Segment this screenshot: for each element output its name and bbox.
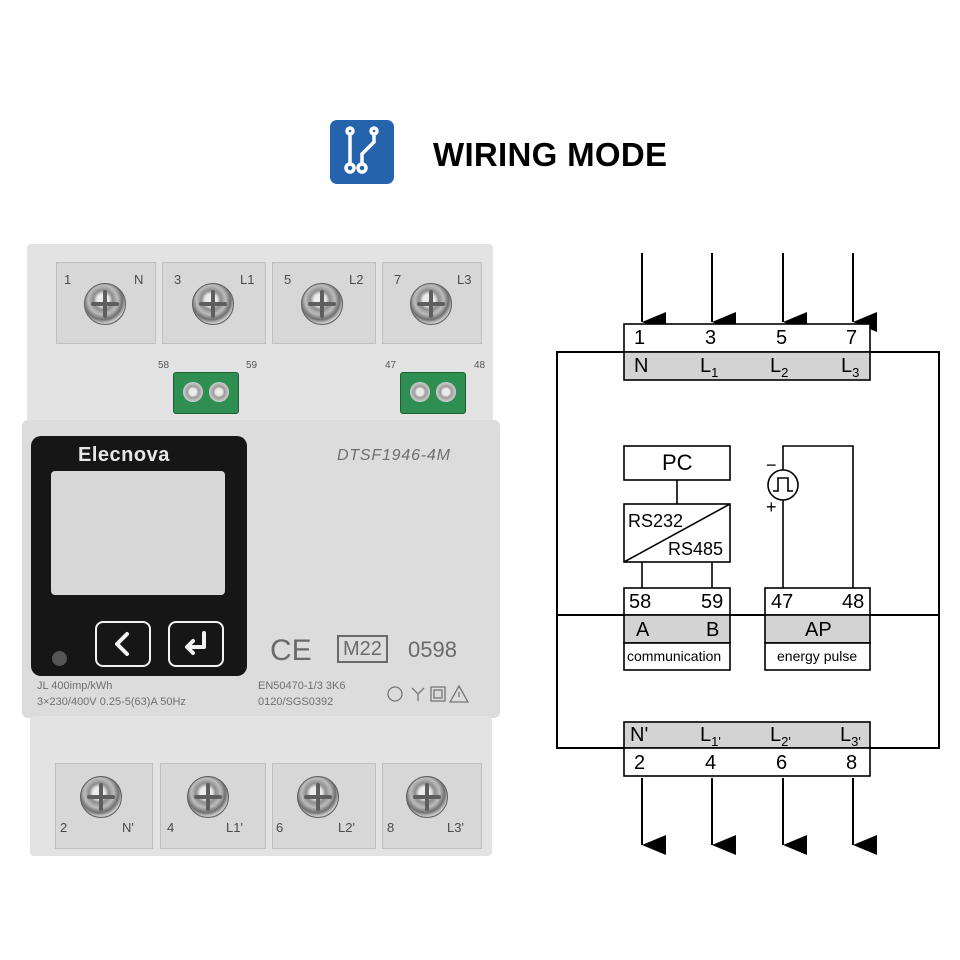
pulse-terminal-number: 47 (771, 591, 794, 613)
output-terminal-labels (623, 721, 871, 749)
pulse-plus-sign: + (766, 497, 777, 517)
output-terminal-numbers (623, 747, 871, 777)
terminal-number: 6 (276, 820, 284, 835)
converter-rs232-label: RS232 (628, 511, 684, 531)
pulse-icon (767, 469, 799, 501)
terminal-screw[interactable] (192, 283, 234, 325)
aux-terminal-number: 48 (474, 360, 486, 371)
terminal-screw[interactable] (406, 776, 448, 818)
pulse-minus-sign: − (766, 455, 777, 475)
terminal-screw[interactable] (301, 283, 343, 325)
pulse-caption-box (764, 642, 871, 671)
output-terminal-number: 8 (846, 752, 858, 774)
pulse-terminal-number: 48 (842, 591, 865, 613)
output-terminal-number: 4 (705, 752, 717, 774)
input-terminal-labels (623, 351, 871, 381)
spec-constant: JL 400imp/kWh (37, 680, 113, 692)
brand-logo: Elecnova (78, 444, 170, 466)
spec-cert-ref: 0120/SGS0392 (258, 696, 334, 708)
aux-terminal-number: 58 (158, 360, 170, 371)
terminal-screw[interactable] (80, 776, 122, 818)
model-number: DTSF1946-4M (337, 447, 451, 464)
terminal-screw[interactable] (297, 776, 339, 818)
comm-terminal-number: 59 (701, 591, 724, 613)
terminal-label: L2' (338, 820, 355, 835)
comm-terminal-label: A (636, 619, 650, 641)
pulse-terminal-label: AP (805, 619, 832, 641)
output-terminal-number: 6 (776, 752, 788, 774)
page-title: WIRING MODE (433, 136, 668, 173)
comm-terminal-number: 58 (629, 591, 652, 613)
enter-button[interactable] (168, 621, 224, 667)
aux-terminal-block-58-59[interactable] (173, 372, 239, 414)
output-terminal-label: L3' (840, 724, 861, 749)
pulse-caption: energy pulse (777, 648, 858, 664)
pulse-terminal-label (764, 614, 871, 644)
terminal-number: 3 (174, 272, 182, 287)
comm-terminal-label: B (706, 619, 720, 641)
symbol-marks (387, 684, 470, 703)
certificate-number: 0598 (408, 637, 457, 662)
input-terminal-number: 3 (705, 327, 717, 349)
pulse-terminal-numbers (764, 587, 871, 616)
output-terminal-label: L1' (700, 724, 721, 749)
output-terminal-label: L2' (770, 724, 791, 749)
enter-icon (185, 631, 206, 655)
terminal-number: 2 (60, 820, 68, 835)
output-terminal-number: 2 (634, 752, 646, 774)
terminal-screw[interactable] (187, 776, 229, 818)
terminal-number: 4 (167, 820, 175, 835)
spec-rating: 3×230/400V 0.25-5(63)A 50Hz (37, 696, 186, 708)
input-terminal-number: 7 (846, 327, 858, 349)
input-terminal-number: 1 (634, 327, 646, 349)
wiring-mode-icon (330, 120, 394, 184)
terminal-number: 8 (387, 820, 395, 835)
comm-terminal-labels (623, 614, 731, 644)
converter-rs485-label: RS485 (668, 539, 724, 559)
terminal-screw[interactable] (84, 283, 126, 325)
input-terminal-label: L2 (770, 355, 789, 380)
chevron-left-icon (115, 632, 129, 656)
input-terminal-number: 5 (776, 327, 788, 349)
input-terminal-label: N (634, 355, 649, 377)
ce-mark: CE (270, 634, 312, 667)
terminal-number: 1 (64, 272, 72, 287)
input-terminal-numbers (623, 323, 871, 353)
lcd-screen (51, 471, 225, 595)
terminal-label: L3' (447, 820, 464, 835)
metrology-mark: M22 (337, 635, 388, 663)
comm-caption-box (623, 642, 731, 671)
aux-terminal-number: 59 (246, 360, 258, 371)
aux-terminal-number: 47 (385, 360, 397, 371)
spec-standard: EN50470-1/3 3K6 (258, 680, 346, 692)
terminal-label: L2 (349, 272, 364, 287)
terminal-number: 7 (394, 272, 402, 287)
terminal-number: 5 (284, 272, 292, 287)
terminal-label: L3 (457, 272, 472, 287)
terminal-label: L1' (226, 820, 243, 835)
terminal-label: L1 (240, 272, 255, 287)
terminal-label: N (134, 272, 144, 287)
aux-terminal-block-47-48[interactable] (400, 372, 466, 414)
terminal-screw[interactable] (410, 283, 452, 325)
status-led (52, 651, 67, 666)
comm-caption: communication (627, 648, 722, 664)
input-terminal-label: L1 (700, 355, 719, 380)
input-terminal-label: L3 (841, 355, 860, 380)
terminal-label: N' (122, 820, 134, 835)
pc-label: PC (662, 450, 693, 475)
output-terminal-label: N' (630, 724, 649, 746)
meter-outline (556, 351, 940, 749)
back-button[interactable] (95, 621, 151, 667)
